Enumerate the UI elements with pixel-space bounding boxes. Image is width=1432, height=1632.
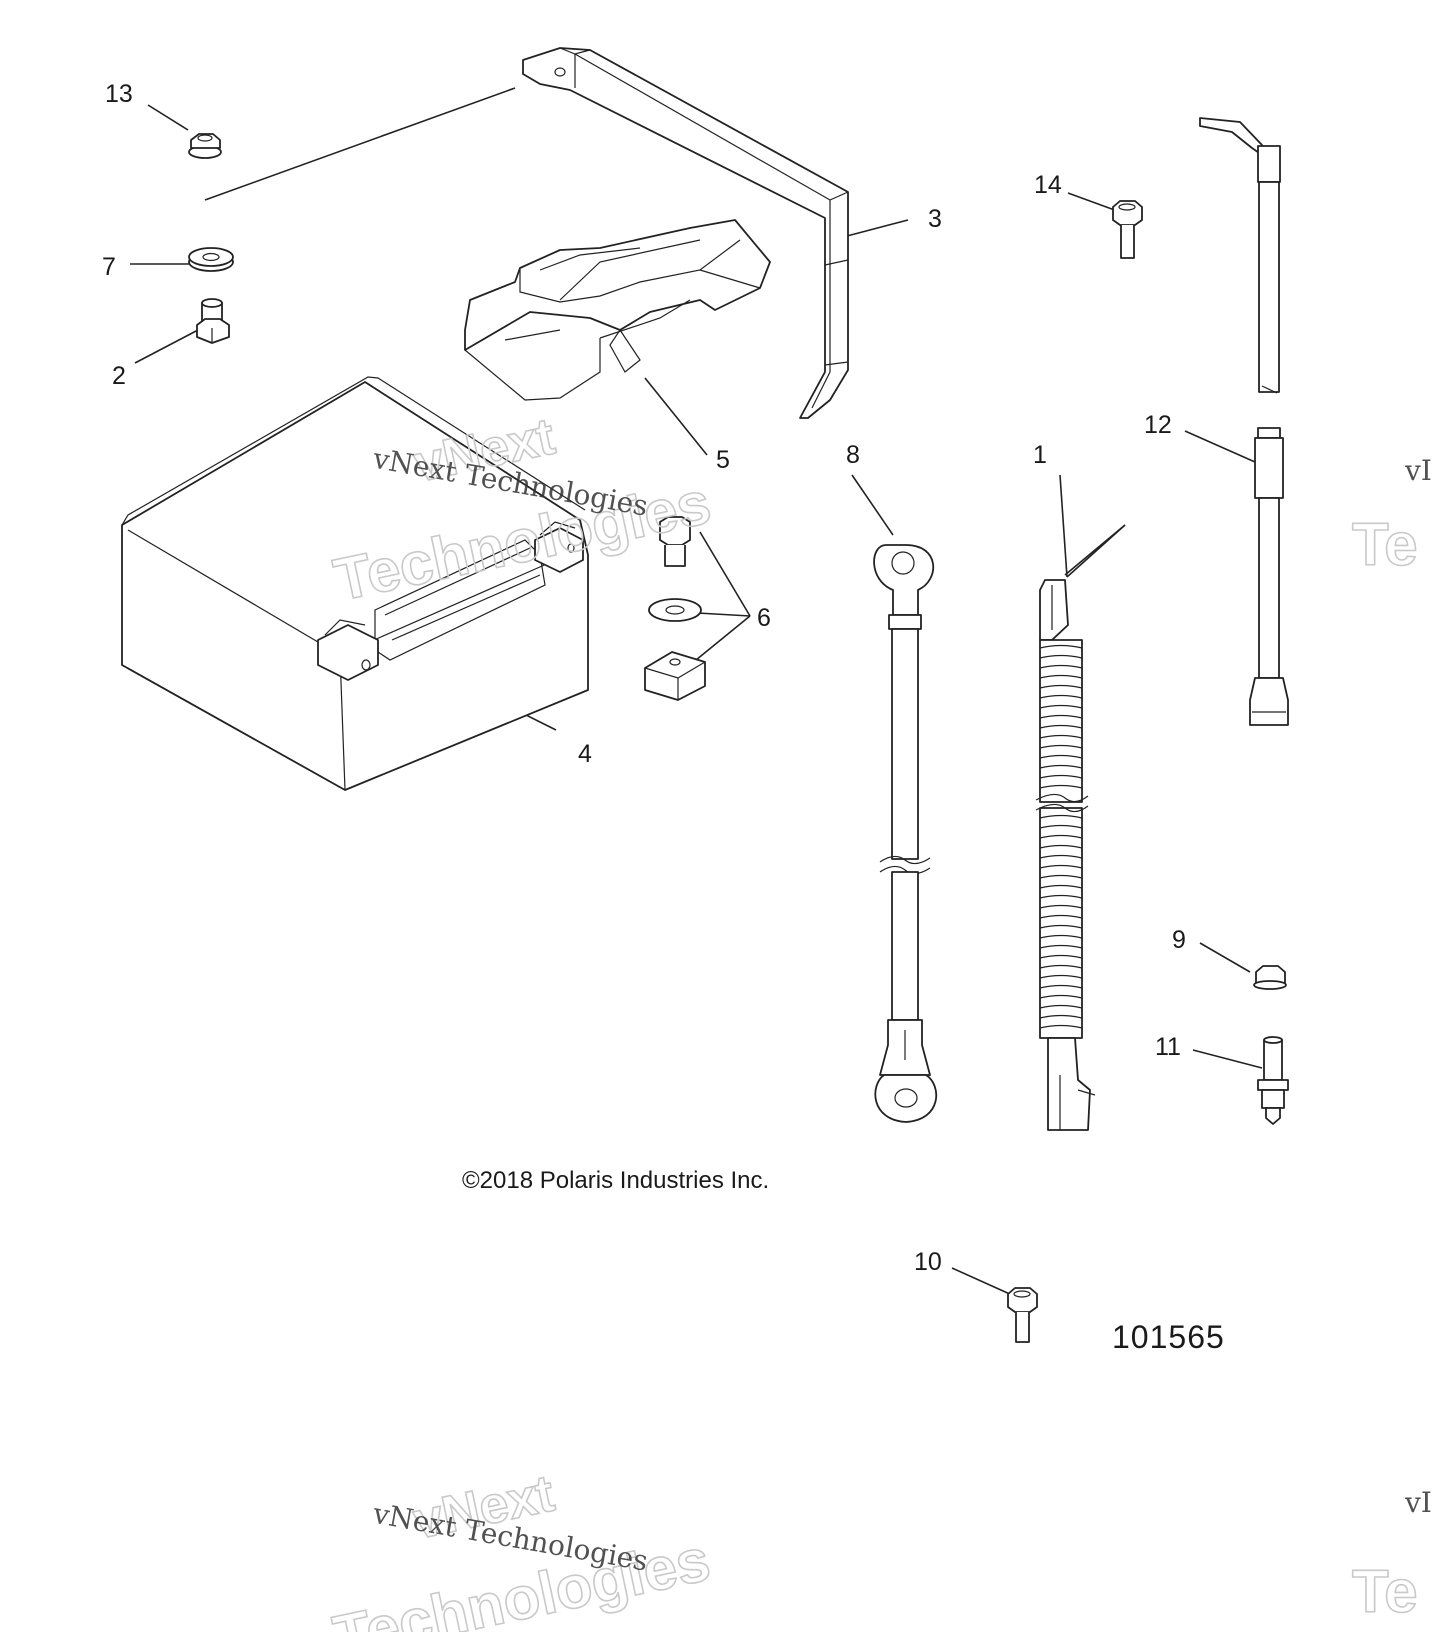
ridge [1039, 704, 1083, 709]
callout-8: 8 [846, 441, 860, 469]
battery-cable-part-8 [873, 544, 938, 1123]
callout-labels: 13 7 2 3 5 4 6 8 1 14 12 9 11 10 [102, 80, 1186, 1276]
hold-down-bracket-part-3 [522, 47, 849, 419]
svg-text:vI: vI [1404, 1486, 1432, 1519]
callout-10: 10 [914, 1248, 942, 1276]
ridge [1039, 1024, 1083, 1029]
ridge [1039, 734, 1083, 739]
callout-5: 5 [716, 446, 730, 474]
ridge [1039, 714, 1083, 719]
callout-4: 4 [578, 740, 592, 768]
ridge [1039, 764, 1083, 769]
ridge [1039, 754, 1083, 759]
battery-pad-part-5 [464, 219, 771, 401]
stud-part-11 [1257, 1036, 1289, 1125]
ridge [1039, 864, 1083, 869]
nut-part-9 [1253, 965, 1287, 990]
flange-nut-part-13 [188, 133, 222, 159]
ridge [1039, 904, 1083, 909]
ridge [1039, 834, 1083, 839]
copyright-notice: ©2018 Polaris Industries Inc. [462, 1167, 769, 1194]
cable-part-12 [1199, 117, 1289, 726]
svg-text:vI: vI [1404, 454, 1432, 487]
ridge [1039, 844, 1083, 849]
corrugation-ridges [1039, 644, 1083, 1029]
ridge [1039, 884, 1083, 889]
ridge [1039, 784, 1083, 789]
ridge [1039, 724, 1083, 729]
svg-text:Te: Te [1352, 511, 1418, 578]
ridge [1039, 744, 1083, 749]
callout-11: 11 [1155, 1033, 1181, 1061]
svg-text:Te: Te [1352, 1558, 1418, 1625]
bolt-part-14 [1112, 200, 1143, 259]
leader-lines [130, 87, 1263, 1296]
ridge [1039, 674, 1083, 679]
ridge [1039, 954, 1083, 959]
corrugated-cable-part-1 [1035, 524, 1126, 1131]
ridge [1039, 874, 1083, 879]
ridge [1039, 664, 1083, 669]
ridge [1039, 854, 1083, 859]
terminal-hardware-part-6 [644, 516, 706, 701]
ridge [1039, 774, 1083, 779]
callout-13: 13 [105, 80, 133, 108]
ridge [1039, 934, 1083, 939]
bolt-part-2 [196, 298, 230, 344]
ridge [1039, 894, 1083, 899]
callout-2: 2 [112, 362, 126, 390]
callout-9: 9 [1172, 926, 1186, 954]
diagram-number: 101565 [1112, 1319, 1225, 1355]
callout-7: 7 [102, 253, 116, 281]
ridge [1039, 974, 1083, 979]
battery-part-4 [121, 376, 589, 791]
ridge [1039, 654, 1083, 659]
ridge [1039, 994, 1083, 999]
ridge [1039, 984, 1083, 989]
ridge [1039, 914, 1083, 919]
watermark-right-edge: vI Te vI Te [1351, 454, 1432, 1626]
ridge [1039, 824, 1083, 829]
ridge [1039, 1004, 1083, 1009]
ridge [1039, 644, 1083, 649]
callout-1: 1 [1033, 441, 1047, 469]
washer-part-7 [188, 247, 234, 272]
callout-3: 3 [928, 205, 942, 233]
ridge [1039, 944, 1083, 949]
bolt-part-10 [1007, 1287, 1038, 1343]
callout-14: 14 [1034, 171, 1062, 199]
callout-6: 6 [757, 604, 771, 632]
ridge [1039, 964, 1083, 969]
ridge [1039, 814, 1083, 819]
ridge [1039, 924, 1083, 929]
ridge [1039, 684, 1083, 689]
ridge [1039, 1014, 1083, 1019]
callout-12: 12 [1144, 411, 1172, 439]
ridge [1039, 694, 1083, 699]
